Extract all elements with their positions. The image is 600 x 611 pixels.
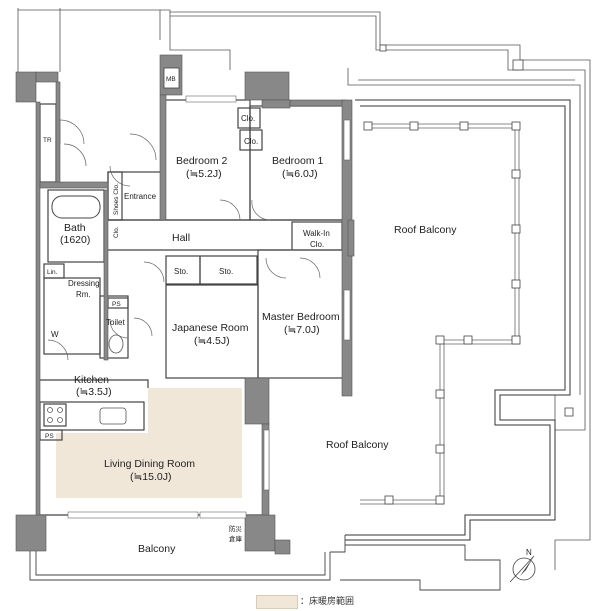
compass	[509, 555, 536, 583]
label-roof1: Roof Balcony	[394, 224, 457, 236]
bathtub	[51, 195, 101, 219]
roof-balcony-outline	[345, 99, 571, 541]
label-walkin-sub: Clo.	[310, 240, 324, 249]
label-japanese: Japanese Room	[172, 322, 249, 334]
label-roof2: Roof Balcony	[326, 439, 389, 451]
label-bath: Bath	[64, 222, 86, 234]
sink	[99, 407, 127, 425]
stove-burners	[47, 407, 63, 423]
label-clo1: Clo.	[241, 114, 255, 123]
label-tr: TR	[43, 137, 52, 144]
label-hall: Hall	[172, 232, 190, 244]
door-swings	[47, 119, 321, 361]
label-sto1: Sto.	[174, 267, 188, 276]
label-entrance: Entrance	[124, 192, 157, 201]
size-bath: (1620)	[60, 234, 90, 246]
label-clo2: Clo.	[244, 137, 258, 146]
label-bousai-2: 倉庫	[229, 534, 243, 543]
label-kitchen: Kitchen	[74, 374, 109, 386]
label-lin: Lin.	[47, 269, 58, 276]
legend-text: ：床暖房範囲	[300, 597, 355, 607]
label-balcony: Balcony	[138, 543, 176, 555]
size-living: (≒15.0J)	[130, 471, 172, 483]
label-bousai-1: 防災	[229, 524, 243, 533]
railing	[360, 123, 520, 505]
roof-outline	[17, 8, 591, 570]
label-mb: MB	[166, 76, 176, 83]
label-ps1: PS	[112, 301, 121, 308]
label-master: Master Bedroom	[262, 311, 340, 323]
balcony-outline	[29, 535, 501, 591]
label-bedroom1: Bedroom 1	[272, 155, 324, 167]
size-master: (≒7.0J)	[284, 324, 320, 336]
windows	[67, 95, 351, 519]
size-bedroom2: (≒5.2J)	[186, 168, 222, 180]
label-living: Living Dining Room	[104, 458, 195, 470]
label-bedroom2: Bedroom 2	[176, 155, 228, 167]
size-japanese: (≒4.5J)	[194, 335, 230, 347]
mb-box	[163, 67, 180, 89]
legend-swatch	[256, 595, 298, 609]
label-walkin: Walk-In	[303, 229, 330, 238]
label-w: W	[51, 330, 59, 339]
size-kitchen: (≒3.5J)	[76, 386, 112, 398]
label-ps2: PS	[45, 433, 54, 440]
railing-posts	[363, 44, 574, 505]
label-dressing-sub: Rm.	[76, 290, 91, 299]
label-shoes: Shoes Clo.	[113, 183, 120, 215]
label-toilet: Toilet	[106, 318, 125, 327]
floor-heating-area	[56, 388, 242, 498]
size-bedroom1: (≒6.0J)	[282, 168, 318, 180]
label-clo3: Clo.	[113, 226, 120, 238]
label-sto2: Sto.	[219, 267, 233, 276]
label-dressing: Dressing	[68, 279, 100, 288]
compass-label: N	[526, 548, 532, 557]
toilet-bowl	[108, 334, 124, 354]
